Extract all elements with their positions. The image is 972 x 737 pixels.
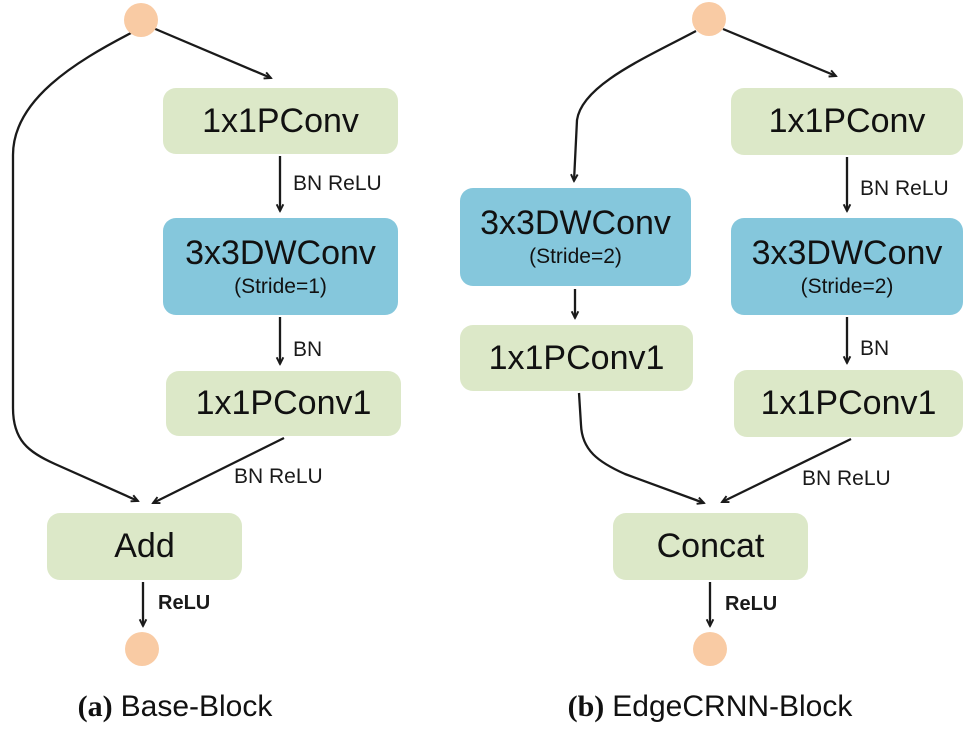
arrow-a-skip-connection <box>11 31 138 501</box>
block-b-dwconv-right-box: 3x3DWConv (Stride=2) <box>731 218 963 315</box>
block-b-pconv1-right-box: 1x1PConv1 <box>734 370 963 437</box>
arrow-b-input-to-dwconv-left <box>574 29 697 181</box>
caption-b-label: EdgeCRNN-Block <box>612 690 853 723</box>
caption-a: (a)Base-Block <box>40 690 310 724</box>
block-a-output-node <box>125 632 159 666</box>
arrow-a-pconv1-to-add <box>153 436 285 505</box>
block-a-pconv1-label: 1x1PConv1 <box>195 384 372 423</box>
block-a-pconv-box: 1x1PConv <box>163 88 398 154</box>
block-b-dwconv-left-box: 3x3DWConv (Stride=2) <box>460 188 691 286</box>
block-b-input-node <box>692 2 726 36</box>
block-b-pconv1-left-box: 1x1PConv1 <box>460 325 693 391</box>
arrow-b-pconv1-left-to-concat <box>577 392 704 503</box>
block-b-pconv1-left-label: 1x1PConv1 <box>488 338 665 377</box>
block-b-bnrelu2-label: BN ReLU <box>802 467 891 490</box>
block-a-add-label: Add <box>114 527 175 566</box>
block-b-bnrelu1-label: BN ReLU <box>860 177 949 200</box>
block-a-pconv-label: 1x1PConv <box>202 101 359 140</box>
caption-a-prefix: (a) <box>77 690 113 723</box>
block-a-input-node <box>124 3 158 37</box>
block-b-pconv-label: 1x1PConv <box>768 102 926 141</box>
block-b-pconv-box: 1x1PConv <box>731 88 963 155</box>
block-b-bn-label: BN <box>860 337 890 360</box>
block-b-pconv1-right-label: 1x1PConv1 <box>760 384 937 423</box>
block-a-dwconv-stride-label: (Stride=1) <box>234 274 327 298</box>
arrow-a-input-to-pconv <box>152 26 271 78</box>
block-b-dwconv-left-stride-label: (Stride=2) <box>529 245 622 269</box>
caption-b: (b)EdgeCRNN-Block <box>530 690 890 724</box>
block-a-relu-label: ReLU <box>158 592 211 614</box>
block-a-pconv1-box: 1x1PConv1 <box>166 371 401 436</box>
caption-b-prefix: (b) <box>567 690 605 723</box>
block-b-dwconv-right-stride-label: (Stride=2) <box>800 274 894 298</box>
block-a-bnrelu1-label: BN ReLU <box>293 172 382 195</box>
block-a-bn-label: BN <box>293 338 323 361</box>
block-b-concat-box: Concat <box>613 513 808 580</box>
block-a-bnrelu2-label: BN ReLU <box>234 465 323 488</box>
block-b-dwconv-left-label: 3x3DWConv <box>480 204 671 243</box>
caption-a-label: Base-Block <box>120 690 273 723</box>
block-a-dwconv-label: 3x3DWConv <box>185 233 376 272</box>
arrow-b-pconv1-right-to-concat <box>722 437 852 504</box>
arrow-b-input-to-pconv <box>722 27 836 76</box>
block-b-concat-label: Concat <box>656 527 765 566</box>
block-b-relu-label: ReLU <box>725 593 778 615</box>
block-b-dwconv-right-label: 3x3DWConv <box>751 233 943 272</box>
block-b-output-node <box>693 632 727 666</box>
block-a-add-box: Add <box>47 513 242 580</box>
block-a-dwconv-box: 3x3DWConv (Stride=1) <box>163 218 398 315</box>
